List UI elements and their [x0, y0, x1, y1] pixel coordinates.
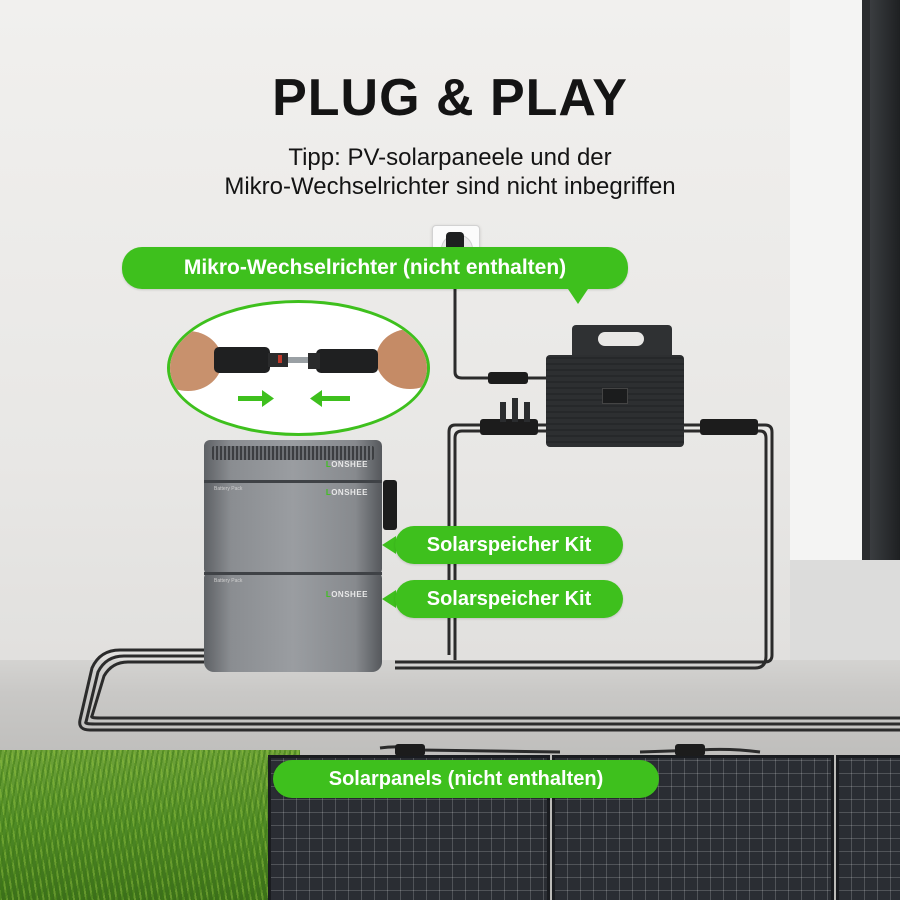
right-hand	[376, 329, 427, 389]
inverter-handle-hole	[598, 332, 644, 346]
brand-logo: LONSHEE	[325, 488, 368, 497]
grass	[0, 750, 300, 900]
battery-seam	[204, 480, 382, 483]
solar-panel	[552, 755, 834, 900]
pack-label: Battery Pack	[214, 486, 243, 492]
tip-line-2: Mikro-Wechselrichter sind nicht inbegrif…	[224, 173, 676, 200]
solar-panels-callout: Solarpanels (nicht enthalten)	[273, 760, 659, 798]
tip-line-1: Tipp: PV-solarpaneele und der	[288, 144, 612, 171]
battery-vent	[212, 446, 374, 460]
ac-cable	[453, 258, 546, 380]
callout-pointer	[382, 590, 396, 608]
brand-logo: LONSHEE	[325, 590, 368, 599]
mc4-female	[316, 349, 378, 373]
inverter-callout: Mikro-Wechselrichter (nicht enthalten)	[122, 247, 628, 289]
page-title: PLUG & PLAY	[272, 69, 628, 127]
brand-logo: LONSHEE	[325, 460, 368, 469]
left-arrow-icon	[310, 390, 350, 407]
callout-pointer	[382, 536, 396, 554]
solar-panel	[836, 755, 900, 900]
tip-text: Tipp: PV-solarpaneele und der Mikro-Wech…	[0, 143, 900, 201]
connector-detail-bubble	[167, 300, 430, 436]
battery-pack-lower: Battery Pack LONSHEE	[204, 572, 382, 672]
dc-cable-left	[447, 423, 546, 655]
dc-cable-right	[395, 423, 774, 664]
battery-pack-upper: Battery Pack LONSHEE	[204, 480, 382, 575]
connector-illustration	[170, 329, 427, 407]
battery-seam	[204, 572, 382, 575]
door-glass	[870, 0, 900, 560]
callout-pointer	[566, 286, 590, 304]
inverter-label-plate	[602, 388, 628, 404]
storage-kit-callout-upper: Solarspeicher Kit	[395, 526, 623, 564]
storage-kit-callout-lower: Solarspeicher Kit	[395, 580, 623, 618]
door-sill	[790, 560, 900, 660]
left-hand	[170, 331, 222, 391]
mc4-male	[214, 347, 270, 373]
right-arrow-icon	[238, 390, 274, 407]
pack-label: Battery Pack	[214, 578, 243, 584]
